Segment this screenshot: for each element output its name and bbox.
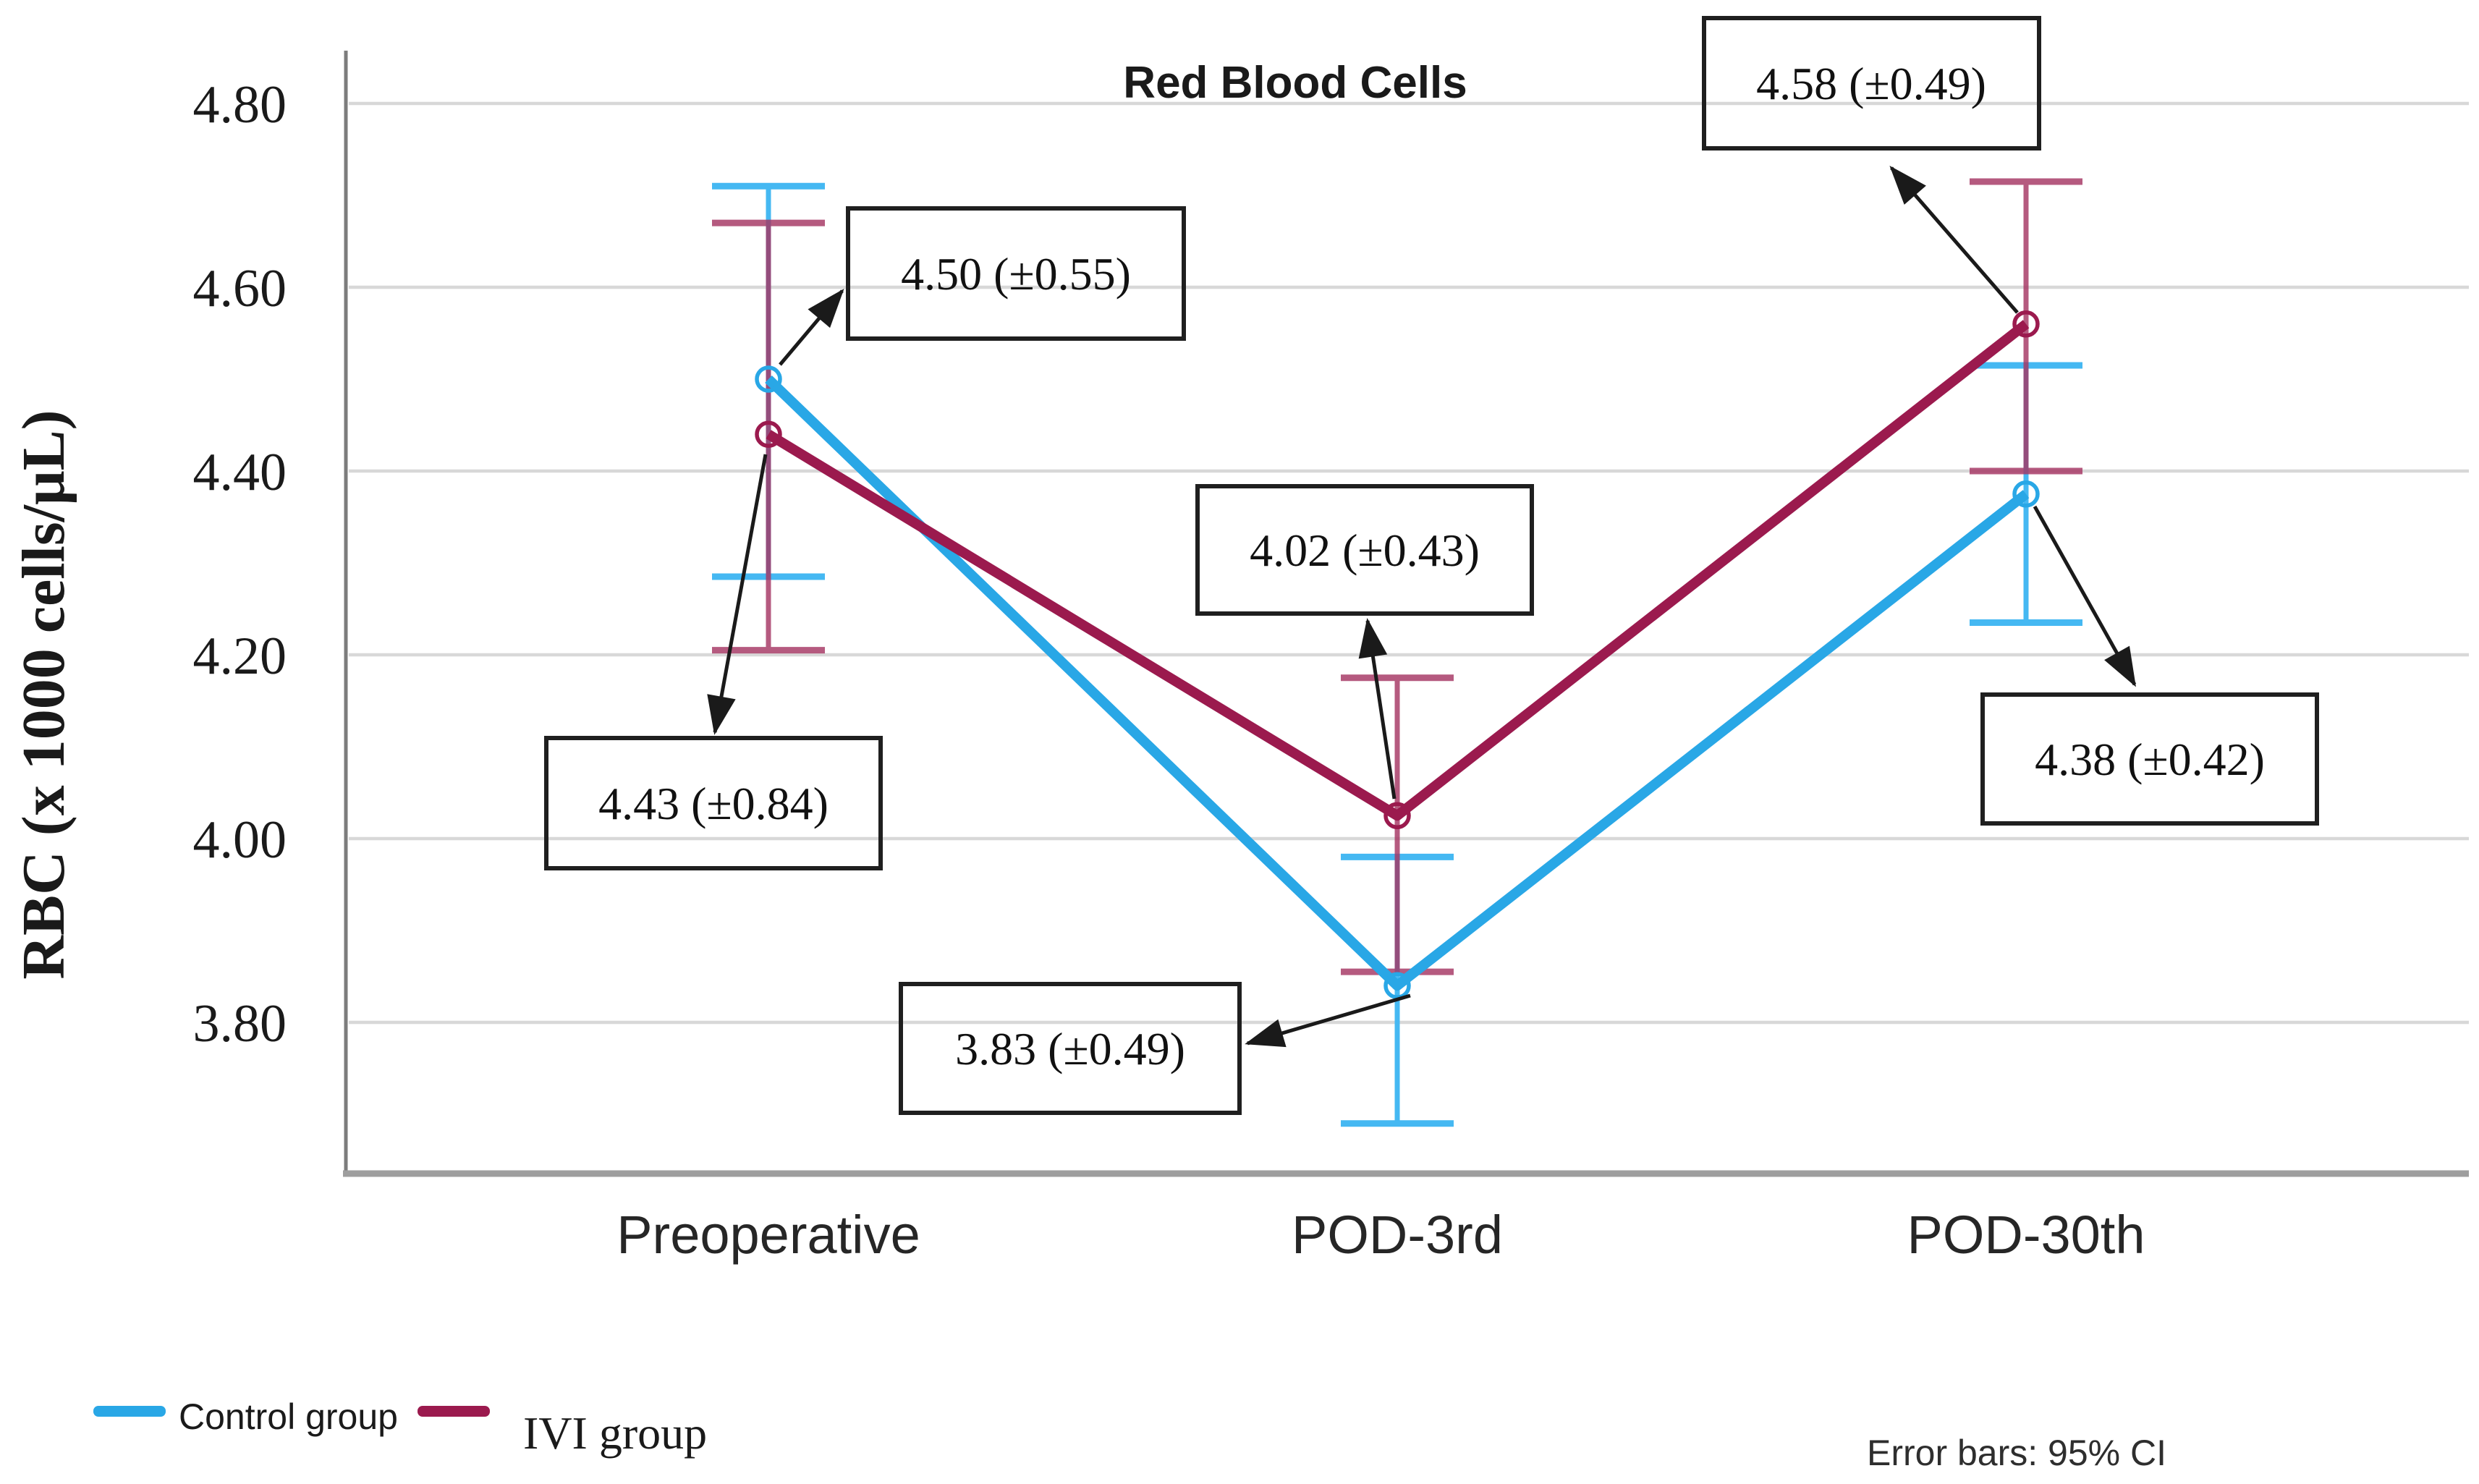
y-tick-3-80: 3.80 — [193, 994, 287, 1053]
x-tick-labels: Preoperative POD-3rd POD-30th — [616, 1205, 2145, 1265]
x-tick-pod-3rd: POD-3rd — [1292, 1205, 1503, 1265]
error-bars-note: Error bars: 95% CI — [1867, 1433, 2166, 1473]
legend-item-control-group: Control group — [93, 1396, 398, 1437]
y-tick-4-00: 4.00 — [193, 810, 287, 870]
annotation-label-control-preoperative: 4.50 (±0.55) — [901, 248, 1131, 300]
ivi-group-line — [766, 320, 2030, 821]
y-tick-4-80: 4.80 — [193, 75, 287, 135]
annotation-box — [1195, 484, 1534, 616]
annotation-layer — [544, 16, 2319, 1115]
ivi-group-line-swatch-icon — [418, 1406, 490, 1417]
legend-label-ivi-group: IVI group — [523, 1407, 707, 1459]
x-tick-preoperative: Preoperative — [616, 1205, 920, 1265]
annotation-arrow — [1889, 165, 2019, 314]
ivi-data-point-marker — [1383, 802, 1411, 829]
annotation-label-ivi-preoperative: 4.43 (±0.84) — [598, 778, 829, 829]
annotation-label-control-pod-30th: 4.38 (±0.42) — [2035, 734, 2265, 785]
annotation-arrow — [1358, 618, 1397, 800]
y-tick-4-60: 4.60 — [193, 259, 287, 318]
chart-title: Red Blood Cells — [1123, 58, 1467, 108]
annotation-box — [544, 736, 883, 870]
control-data-point-marker — [755, 365, 782, 393]
annotation-box — [899, 982, 1242, 1115]
y-tick-4-20: 4.20 — [193, 627, 287, 686]
y-axis-title: RBC (x 1000 cells/μL) — [10, 410, 77, 979]
annotation-arrow — [707, 454, 768, 735]
gridlines — [349, 101, 2469, 1025]
series-layer — [712, 178, 2082, 1127]
control-data-point-marker — [2012, 480, 2040, 508]
annotation-label-control-pod-3rd: 3.83 (±0.49) — [955, 1023, 1185, 1074]
x-tick-pod-30th: POD-30th — [1907, 1205, 2145, 1265]
annotation-box — [1980, 692, 2319, 826]
legend-label-control-group: Control group — [179, 1396, 398, 1437]
ivi-data-point-marker — [755, 420, 782, 448]
annotation-box — [846, 206, 1186, 341]
control-data-point-marker — [1383, 972, 1411, 999]
annotation-arrow — [779, 288, 844, 366]
control-group-line-swatch-icon — [93, 1406, 166, 1417]
y-tick-labels: 4.80 4.60 4.40 4.20 4.00 3.80 — [193, 75, 287, 1053]
control-group-line — [765, 375, 2030, 991]
annotation-arrow — [1245, 993, 1411, 1048]
annotation-labels: 4.50 (±0.55) 4.43 (±0.84) 4.02 (±0.43) 3… — [598, 58, 2265, 1074]
legend-item-ivi-group: IVI group — [418, 1406, 707, 1459]
y-tick-4-40: 4.40 — [193, 443, 287, 502]
annotation-arrow — [2033, 505, 2137, 687]
legend: Control group IVI group — [93, 1396, 707, 1459]
ivi-data-point-marker — [2012, 310, 2040, 338]
annotation-label-ivi-pod-3rd: 4.02 (±0.43) — [1250, 525, 1480, 576]
annotation-label-ivi-pod-30th: 4.58 (±0.49) — [1756, 58, 1986, 109]
annotation-box — [1702, 16, 2041, 150]
